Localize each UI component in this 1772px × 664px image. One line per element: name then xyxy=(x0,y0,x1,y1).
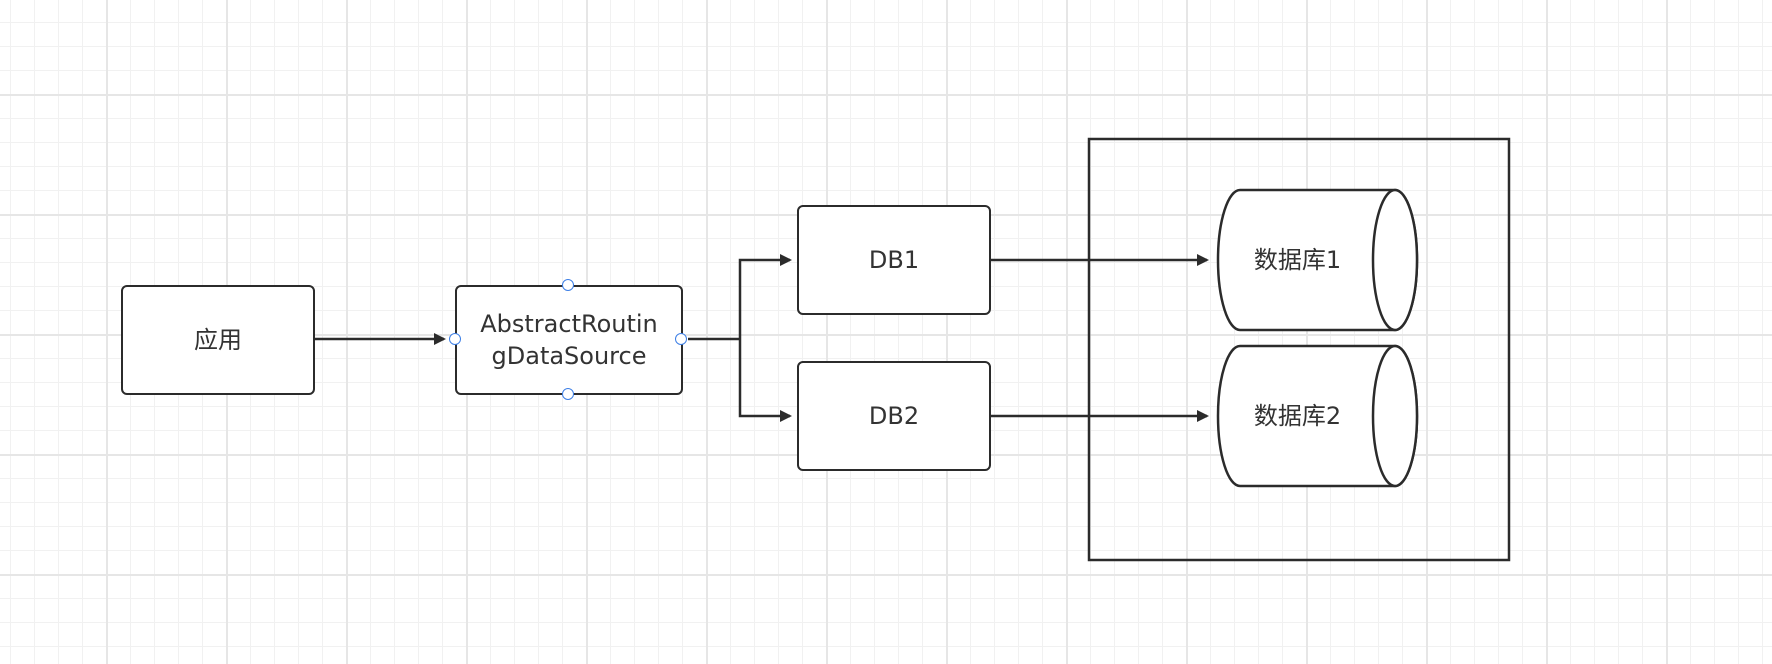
selection-handle-left[interactable] xyxy=(449,333,461,345)
app-node[interactable]: 应用 xyxy=(121,285,315,395)
router-node-label-line2: gDataSource xyxy=(491,342,647,370)
app-node-label: 应用 xyxy=(194,326,242,354)
selection-handle-top[interactable] xyxy=(562,279,574,291)
db1-node-label: DB1 xyxy=(868,246,920,274)
selection-handle-bottom[interactable] xyxy=(562,388,574,400)
db2-node-label: DB2 xyxy=(868,402,920,430)
database-group-frame[interactable] xyxy=(1087,137,1511,562)
router-node[interactable]: AbstractRoutin gDataSource xyxy=(455,285,683,395)
database2-cylinder[interactable] xyxy=(1216,344,1419,488)
db1-node[interactable]: DB1 xyxy=(797,205,991,315)
arrow-router-to-db2[interactable] xyxy=(738,339,792,422)
arrow-router-to-db1[interactable] xyxy=(738,254,792,339)
database1-label: 数据库1 xyxy=(1253,246,1342,274)
selection-handle-right[interactable] xyxy=(675,333,687,345)
database1-cylinder[interactable] xyxy=(1216,188,1419,332)
router-node-label-line1: AbstractRoutin xyxy=(480,310,658,338)
database2-label: 数据库2 xyxy=(1253,402,1342,430)
db2-node[interactable]: DB2 xyxy=(797,361,991,471)
